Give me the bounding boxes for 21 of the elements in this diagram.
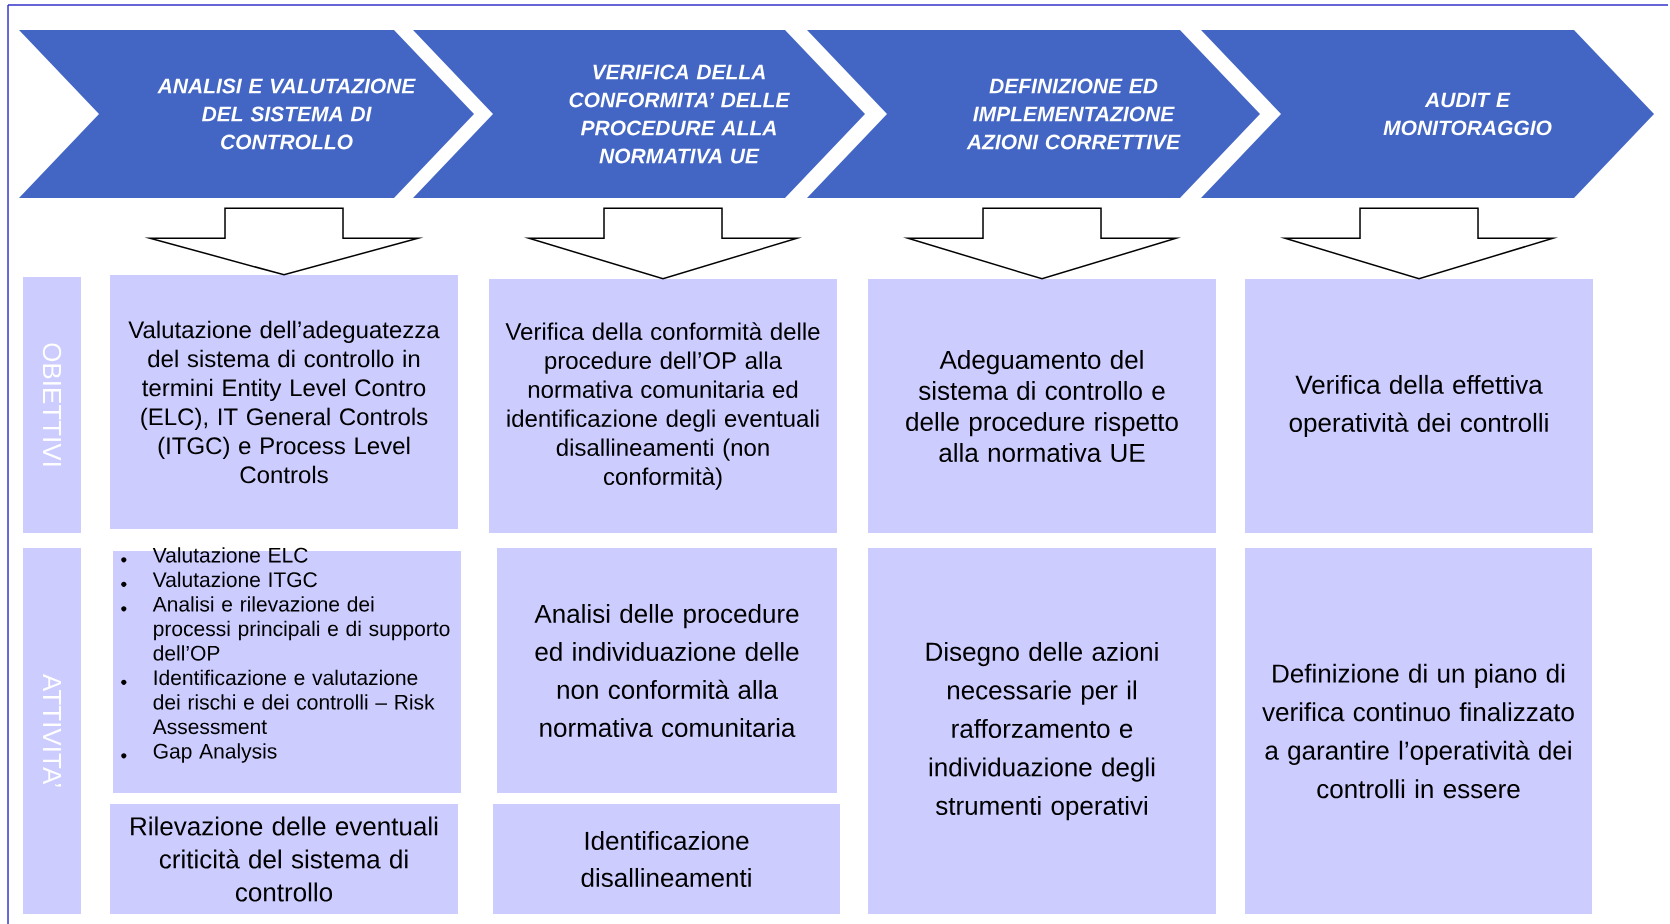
bullet-list-box: Valutazione ELC Valutazione ITGC Analisi e rilevazione dei processi principali e di supporto dell’OP Identificazione e valutazione dei rischi e dei controlli – Risk Assessment Gap Analysis: [113, 547, 461, 793]
node-label: VERIFICA DELLA CONFORMITA’ DELLE PROCEDURE ALLA NORMATIVA UE: [569, 64, 791, 164]
text-box: Valutazione dell’adeguatezza del sistema di controllo in termini Entity Level Contro (ELC), IT General Controls (ITGC) e Process Level Controls: [110, 275, 458, 529]
process-step-banner: ANALISI E VALUTAZIONE DEL SISTEMA DI CONTROLLO: [19, 30, 474, 198]
text-box: Adeguamento del sistema di controllo e delle procedure rispetto alla normativa UE: [868, 279, 1216, 533]
text-box: Identificazione disallineamenti: [493, 804, 840, 914]
block-arrow: [902, 207, 1182, 280]
text-box: Disegno delle azioni necessarie per il rafforzamento e individuazione degli strumenti operativi: [868, 548, 1216, 914]
process-step-banner: AUDIT E MONITORAGGIO: [1201, 30, 1654, 198]
block-arrow: [144, 207, 424, 276]
node-label: AUDIT E MONITORAGGIO: [1383, 92, 1552, 136]
text-box: Definizione di un piano di verifica continuo finalizzato a garantire l’operatività dei controlli in essere: [1245, 548, 1592, 914]
node-label: DEFINIZIONE ED IMPLEMENTAZIONE AZIONI CORRETTIVE: [966, 78, 1181, 150]
text-box: Verifica della conformità delle procedure dell’OP alla normativa comunitaria ed identificazione degli eventuali disallineamenti (non conformità): [489, 279, 837, 533]
block-arrow: [1279, 207, 1559, 280]
text-box: Verifica della effettiva operatività dei controlli: [1245, 279, 1593, 533]
text-box: Analisi delle procedure ed individuazione delle non conformità alla normativa comunitaria: [497, 548, 837, 793]
process-step-banner: DEFINIZIONE ED IMPLEMENTAZIONE AZIONI CORRETTIVE: [807, 30, 1260, 198]
text-box: Rilevazione delle eventuali criticità del sistema di controllo: [110, 804, 458, 914]
block-arrow: [523, 207, 803, 280]
node-label: ANALISI E VALUTAZIONE DEL SISTEMA DI CONTROLLO: [157, 78, 416, 150]
